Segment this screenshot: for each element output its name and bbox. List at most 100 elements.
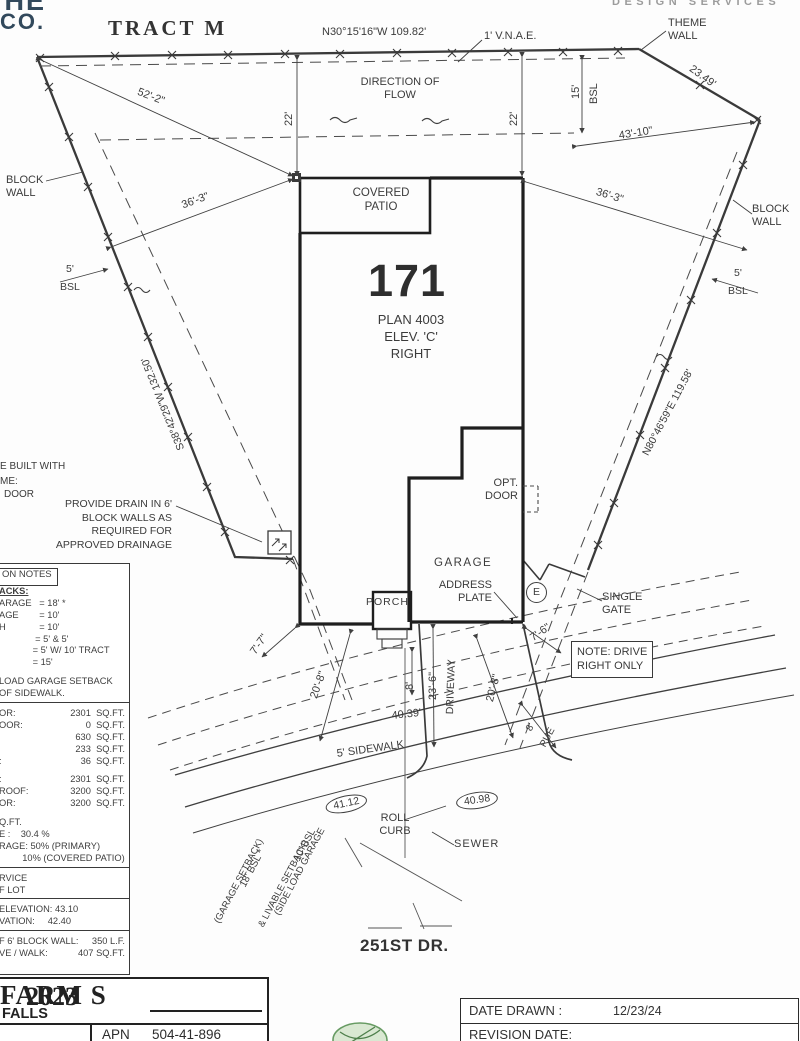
covered-patio-outline (298, 176, 432, 235)
title-right-divider (461, 1023, 798, 1024)
title-line2: FALLS (2, 1006, 48, 1022)
covered-patio-label: COVERED PATIO (352, 187, 410, 214)
note-row: E : 30.4 % (0, 829, 50, 840)
porch-steps (376, 628, 408, 649)
date-drawn-label: DATE DRAWN : (469, 1003, 563, 1018)
date-drawn-value: 12/23/24 (613, 1004, 662, 1018)
corner-marker-center (295, 176, 298, 179)
address-plate-label: ADDRESS PLATE (438, 579, 492, 605)
dim-15: 15' (570, 84, 582, 99)
note-row: 10% (COVERED PATIO) (0, 852, 125, 863)
apn-label: APN (102, 1027, 130, 1041)
bsl-right-label: BSL (728, 285, 748, 297)
block-wall-right-label: BLOCK WALL (752, 203, 790, 229)
note-row: ELEVATION: 43.10 (0, 904, 79, 915)
cut-note-2: ME: (0, 476, 18, 487)
sidewalk-curb (174, 634, 795, 834)
design-services-text: DESIGN SERVICES (612, 0, 781, 8)
drain-note: PROVIDE DRAIN IN 6' BLOCK WALLS AS REQUI… (55, 498, 172, 551)
site-notes-box: ON NOTES ACKS: ARAGE = 18' * AGE = 10' H (0, 563, 130, 975)
note-row: : 36 SQ.FT. (0, 755, 125, 766)
dim-5-left: 5' (66, 263, 74, 275)
note-row: 630 SQ.FT. (75, 731, 125, 742)
plan-elevation-label: PLAN 4003 ELEV. 'C' RIGHT (377, 312, 445, 362)
dim-22-left: 22' (283, 111, 295, 126)
leader-lines (45, 30, 753, 846)
note-row: : 2301 SQ.FT. (0, 774, 125, 785)
direction-of-flow-label: DIRECTION OF FLOW (360, 76, 440, 102)
bsl-left-label: BSL (60, 281, 80, 293)
vnae-label: 1' V.N.A.E. (484, 30, 537, 42)
dim-8-driveway: 8' (404, 681, 416, 690)
logo-text-line1: THE (0, 0, 46, 16)
note-row: ON NOTES (0, 568, 129, 586)
note-row (0, 866, 129, 873)
block-wall-left-label: BLOCK WALL (6, 174, 44, 200)
garage-label: GARAGE (434, 557, 493, 569)
note-row: AGE = 10' (0, 609, 60, 620)
bsl-top-label: BSL (588, 83, 600, 104)
note-row: LOAD GARAGE SETBACK (0, 676, 113, 687)
note-row: H = 10' (0, 621, 60, 632)
note-row (0, 669, 129, 676)
single-gate-symbol (522, 559, 586, 581)
driveway-label: DRIVEWAY (444, 659, 458, 715)
note-row: ARAGE = 18' * (0, 597, 66, 608)
dim-5-right: 5' (734, 267, 742, 279)
note-row (0, 810, 129, 817)
company-emblem (332, 1022, 388, 1041)
drive-right-note: NOTE: DRIVE RIGHT ONLY (571, 641, 654, 678)
title-overlap-front: 2023 (26, 982, 78, 1011)
sewer-label: SEWER (454, 838, 500, 850)
tract-label: TRACT M (108, 16, 228, 40)
apn-value: 504-41-896 (152, 1027, 222, 1041)
note-row: ROOF: 3200 SQ.FT. (0, 786, 125, 797)
note-row (0, 898, 129, 904)
wall-x-marks (35, 46, 762, 565)
note-row (0, 767, 129, 774)
note-row: = 5' W/ 10' TRACT (0, 645, 110, 656)
note-row: OR: 3200 SQ.FT. (0, 798, 125, 809)
street-name: 251ST DR. (360, 936, 449, 955)
roll-curb-label: ROLL CURB (379, 812, 411, 838)
title-underline (150, 1010, 262, 1012)
note-row: = 5' & 5' (0, 633, 69, 644)
lot-number: 171 (368, 255, 447, 306)
flow-arrows (133, 116, 673, 361)
note-row (0, 930, 129, 936)
sewer-lines (344, 648, 463, 930)
note-row: OR: 2301 SQ.FT. (0, 708, 125, 719)
drain-symbol (267, 530, 292, 555)
title-left-cell-divider (90, 1023, 92, 1041)
single-gate-label: SINGLE GATE (602, 591, 643, 617)
dimension-lines (35, 52, 756, 749)
note-row (0, 702, 129, 708)
note-row: = 15' (0, 657, 53, 668)
opt-door-label: OPT. DOOR (485, 477, 518, 503)
theme-wall-label: THEME WALL (668, 17, 707, 43)
note-row: RVICE (0, 872, 28, 883)
revision-date-label: REVISION DATE: (469, 1027, 573, 1041)
title-left-divider (0, 1023, 267, 1025)
note-row: VATION: 42.40 (0, 916, 71, 927)
logo-text-line2: CO. (0, 9, 46, 34)
title-block-right: DATE DRAWN : 12/23/24 REVISION DATE: (460, 998, 799, 1041)
e-marker: E (526, 582, 547, 603)
note-row: RAGE: 50% (PRIMARY) (0, 840, 101, 851)
note-row: Q.FT. (0, 817, 22, 828)
note-row: OF SIDEWALK. (0, 688, 65, 699)
title-block-left: FARM S 2023 FALLS APN 504-41-896 (0, 977, 269, 1041)
note-row: OOR: 0 SQ.FT. (0, 719, 125, 730)
dim-23-6: 23'-6" (427, 671, 439, 700)
note-row: VE / WALK: 407 SQ.FT. (0, 948, 125, 959)
note-row: F LOT (0, 884, 26, 895)
note-row: 233 SQ.FT. (75, 743, 125, 754)
bearing-top-label: N30°15'16"W 109.82' (322, 26, 427, 38)
cut-note-3: DOOR (4, 489, 34, 500)
opt-door-symbol (523, 485, 539, 513)
dim-22-right: 22' (508, 111, 520, 126)
note-row: ACKS: (0, 586, 29, 596)
cut-note-1: E BUILT WITH (0, 461, 66, 472)
porch-label: PORCH (366, 596, 409, 608)
